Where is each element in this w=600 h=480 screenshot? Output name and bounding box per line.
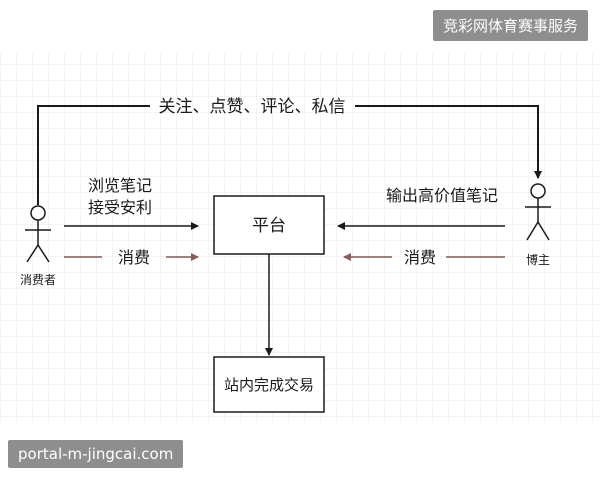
transaction-label: 站内完成交易 <box>224 376 314 394</box>
blogger-actor-icon <box>525 183 551 241</box>
feedback-arrow <box>37 105 538 205</box>
consumer-label: 消费者 <box>20 273 56 287</box>
browse-label-line2: 接受安利 <box>88 198 152 217</box>
consumer-actor-icon <box>25 205 51 263</box>
browse-label-line1: 浏览笔记 <box>88 176 152 195</box>
watermark-bottom: portal-m-jingcai.com <box>8 440 184 468</box>
transaction-box <box>213 356 325 413</box>
output-label: 输出高价值笔记 <box>386 186 498 205</box>
platform-label: 平台 <box>252 216 286 236</box>
blogger-label: 博主 <box>526 252 550 267</box>
consume-right-label: 消费 <box>404 248 436 267</box>
platform-box <box>213 195 325 255</box>
watermark-top: 竞彩网体育赛事服务 <box>432 10 588 41</box>
consume-left-label: 消费 <box>118 248 150 267</box>
feedback-label: 关注、点赞、评论、私信 <box>159 97 346 117</box>
